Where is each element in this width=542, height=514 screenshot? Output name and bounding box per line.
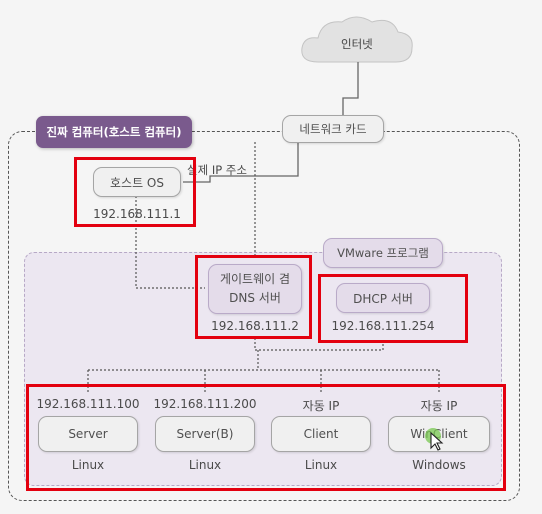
gateway-dns-line2: DNS 서버 xyxy=(229,291,281,305)
host-computer-region xyxy=(8,131,520,501)
real-ip-label: 실제 IP 주소 xyxy=(187,163,247,177)
internet-label: 인터넷 xyxy=(341,37,373,51)
client-name: Client xyxy=(303,427,339,441)
dhcp-server-box: DHCP 서버 xyxy=(336,283,430,313)
gateway-dns-ip: 192.168.111.2 xyxy=(211,319,299,333)
network-card-box: 네트워크 카드 xyxy=(282,115,384,143)
clients-highlight xyxy=(26,384,506,491)
gateway-dns-server-box: 게이트웨이 겸 DNS 서버 xyxy=(208,264,302,314)
real-computer-tag: 진짜 컴퓨터(호스트 컴퓨터) xyxy=(36,116,192,148)
vmware-tag-label: VMware 프로그램 xyxy=(337,246,429,260)
host-os-box: 호스트 OS xyxy=(93,167,181,197)
client-os: Windows xyxy=(412,458,466,472)
network-card-label: 네트워크 카드 xyxy=(299,122,367,136)
client-os: Linux xyxy=(188,458,222,472)
gateway-dns-highlight xyxy=(195,255,312,339)
internet-cloud-icon xyxy=(301,16,413,63)
client-ip: 192.168.111.100 xyxy=(36,397,140,411)
dhcp-server-ip: 192.168.111.254 xyxy=(331,319,435,333)
client-os: Linux xyxy=(71,458,105,472)
client-box-server-b: Server(B) xyxy=(155,416,255,452)
client-ip: 자동 IP xyxy=(420,399,458,413)
host-os-highlight xyxy=(74,157,196,227)
host-os-ip: 192.168.111.1 xyxy=(93,207,181,221)
vmware-tag: VMware 프로그램 xyxy=(323,238,443,268)
dhcp-server-highlight xyxy=(318,274,468,343)
client-ip: 자동 IP xyxy=(302,399,340,413)
host-os-label: 호스트 OS xyxy=(110,175,164,190)
dhcp-server-label: DHCP 서버 xyxy=(353,291,413,306)
mouse-cursor-icon xyxy=(430,432,444,451)
client-name: Server(B) xyxy=(176,427,234,441)
client-box-server: Server xyxy=(38,416,138,452)
client-os: Linux xyxy=(304,458,338,472)
vmware-region-border xyxy=(24,252,502,486)
client-ip: 192.168.111.200 xyxy=(153,397,257,411)
client-name: Server xyxy=(68,427,108,441)
gateway-dns-line1: 게이트웨이 겸 xyxy=(219,272,291,286)
client-box-client: Client xyxy=(271,416,371,452)
